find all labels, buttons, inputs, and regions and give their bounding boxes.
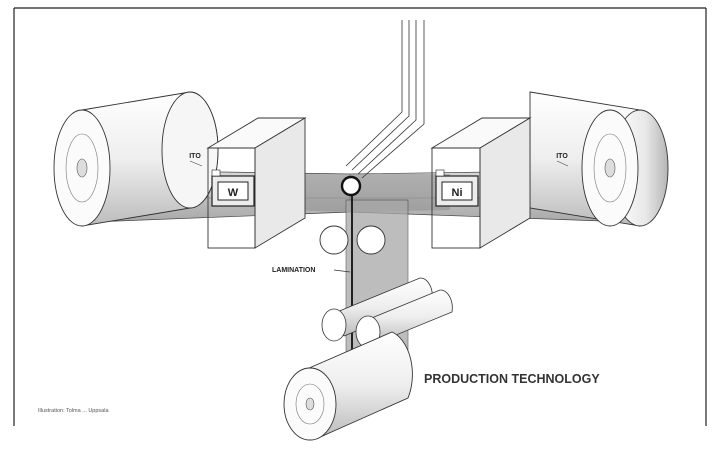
- illustration-credit: Illustration: Tolma ... Uppsala: [38, 408, 109, 414]
- ito-left-label: ITO: [189, 153, 201, 160]
- right-chamber: Ni: [432, 118, 530, 248]
- left-chamber: W: [208, 118, 305, 248]
- pinch-roller-icon: [342, 177, 360, 195]
- right-supply-roll: [530, 92, 668, 226]
- diagram-title: PRODUCTION TECHNOLOGY: [424, 372, 600, 386]
- left-chamber-label: W: [228, 187, 239, 199]
- lamination-label: LAMINATION: [272, 267, 315, 274]
- right-chamber-label: Ni: [452, 187, 463, 199]
- feed-tubes: [346, 20, 424, 178]
- ito-right-label: ITO: [556, 153, 568, 160]
